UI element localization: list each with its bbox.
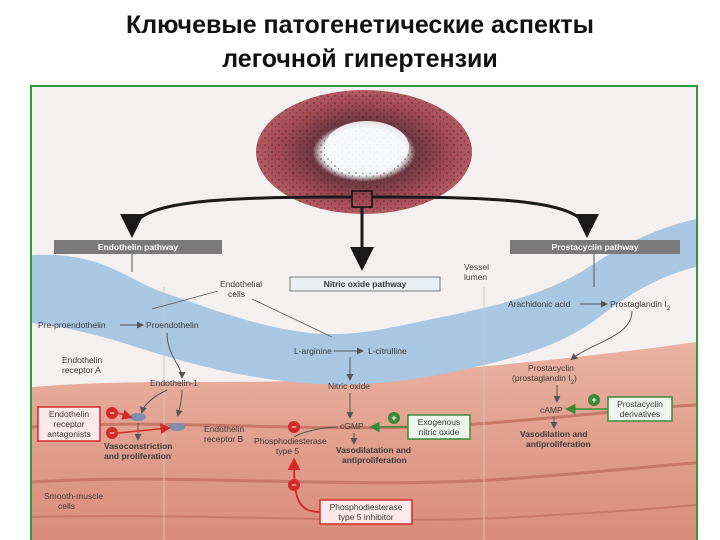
receptor-a-shape (130, 413, 146, 421)
nitric-oxide-pathway-label: Nitric oxide pathway (324, 279, 407, 289)
inhibit-arrow (117, 409, 133, 420)
l-citrulline-label: L-citrulline (368, 346, 407, 356)
arrow-line (293, 426, 339, 438)
stimulate-sign-text: + (391, 413, 396, 423)
leader-line (151, 290, 219, 310)
endothelin-pathway-label: Endothelin pathway (98, 242, 179, 252)
endothelin-receptor-a-label: Endothelin (62, 355, 102, 365)
inhibit-sign (288, 421, 300, 433)
stimulate-sign (388, 412, 400, 424)
smooth-muscle-label: Smooth-muscle (44, 491, 103, 501)
inhibit-sign-text: − (291, 422, 296, 432)
slide-title-line-1: Ключевые патогенетические аспекты (126, 11, 594, 39)
pathogenesis-figure: Endothelin pathway Nitric oxide pathway … (30, 85, 698, 540)
endothelin-antagonists-text-2: receptor (53, 419, 84, 429)
phosphodiesterase-label: Phosphodiesterase (254, 436, 327, 446)
slide-title-line-2: легочной гипертензии (222, 45, 498, 73)
prostaglandin-label: Prostaglandin I2 (610, 299, 671, 312)
nitric-oxide-label: Nitric oxide (328, 381, 370, 391)
smooth-muscle-label-2: cells (58, 501, 75, 511)
inhibit-sign-text: − (109, 408, 114, 418)
exogenous-no-box (407, 414, 471, 440)
muscle-fiber-line (32, 461, 696, 485)
arrow-line (166, 332, 186, 379)
inhibit-sign-text: − (109, 428, 114, 438)
endothelial-cells-label: Endothelial (220, 279, 262, 289)
vasodilation-label-2: antiproliferation (526, 439, 591, 449)
prostacyclin-label: Prostacyclin (528, 363, 574, 373)
pde5-inhibitor-box (319, 499, 413, 525)
inhibit-sign (106, 407, 118, 419)
pde5-inhibitor-text-2: type 5 inhibitor (338, 512, 393, 522)
vessel-lumen-label: Vessel (464, 262, 489, 272)
arrow-to-prostacyclin (371, 195, 599, 238)
inhibit-sign-text: − (291, 480, 296, 490)
vasoconstriction-label: Vasoconstriction (104, 441, 173, 451)
endothelin-antagonists-text-1: Endothelin (49, 409, 89, 419)
prostacyclin-derivatives-text-2: derivatives (620, 409, 661, 419)
prostacyclin-derivatives-text-1: Prostacyclin (617, 399, 663, 409)
receptor-b-shape (169, 423, 185, 431)
arrow-line (570, 310, 633, 361)
endothelin-receptor-b-label-2: receptor B (204, 434, 244, 444)
exogenous-no-text-1: Exogenous (418, 417, 461, 427)
preproendothelin-label: Pre-proendothelin (38, 320, 106, 330)
slide-title: Ключевые патогенетические аспекты легочн… (0, 8, 720, 76)
inhibit-sign (288, 479, 300, 491)
vasodilatation-label-2: antiproliferation (342, 455, 407, 465)
vasoconstriction-label-2: and proliferation (104, 451, 171, 461)
endothelin-antagonists-box (37, 406, 101, 442)
inhibit-arrow (117, 423, 171, 434)
stimulate-sign (588, 394, 600, 406)
inhibit-arrow (287, 457, 321, 513)
vasodilatation-label: Vasodilatation and (336, 445, 411, 455)
stimulate-sign-text: + (591, 395, 596, 405)
prostacyclin-pathway-label: Prostacyclin pathway (552, 242, 639, 252)
endothelin-receptor-a-label-2: receptor A (62, 365, 101, 375)
endothelial-cells-label-2: cells (228, 289, 245, 299)
prostacyclin-label-2: (prostaglandin I2) (512, 373, 577, 386)
exogenous-no-text-2: nitric oxide (419, 427, 460, 437)
smooth-muscle-layer (32, 342, 696, 540)
vasodilation-label: Vasodilation and (520, 429, 588, 439)
arrow-line (175, 389, 183, 417)
cgmp-label: cGMP (340, 421, 364, 431)
endothelin-1-label: Endothelin-1 (150, 378, 198, 388)
camp-label: cAMP (540, 405, 563, 415)
muscle-fiber-line (32, 504, 696, 521)
pde5-inhibitor-text-1: Phosphodiesterase (330, 502, 403, 512)
endothelin-receptor-b-label: Endothelin (204, 424, 244, 434)
arachidonic-acid-label: Arachidonic acid (508, 299, 571, 309)
endothelium-layer (32, 219, 696, 385)
vessel-lumen-center (325, 121, 409, 173)
leader-line (251, 298, 333, 338)
vessel-lumen-label-2: lumen (464, 272, 487, 282)
l-arginine-label: L-arginine (294, 346, 332, 356)
arrow-line (140, 389, 168, 414)
proendothelin-label: Proendothelin (146, 320, 199, 330)
endothelin-antagonists-text-3: antagonists (47, 429, 90, 439)
arrow-to-endothelin (120, 195, 353, 238)
inhibit-sign (106, 427, 118, 439)
prostacyclin-pathway-box (510, 240, 680, 254)
phosphodiesterase-label-2: type 5 (276, 446, 299, 456)
endothelin-pathway-box (54, 240, 222, 254)
pathway-diagram: Endothelin pathway Nitric oxide pathway … (32, 87, 696, 540)
nitric-oxide-pathway-box (289, 276, 441, 292)
